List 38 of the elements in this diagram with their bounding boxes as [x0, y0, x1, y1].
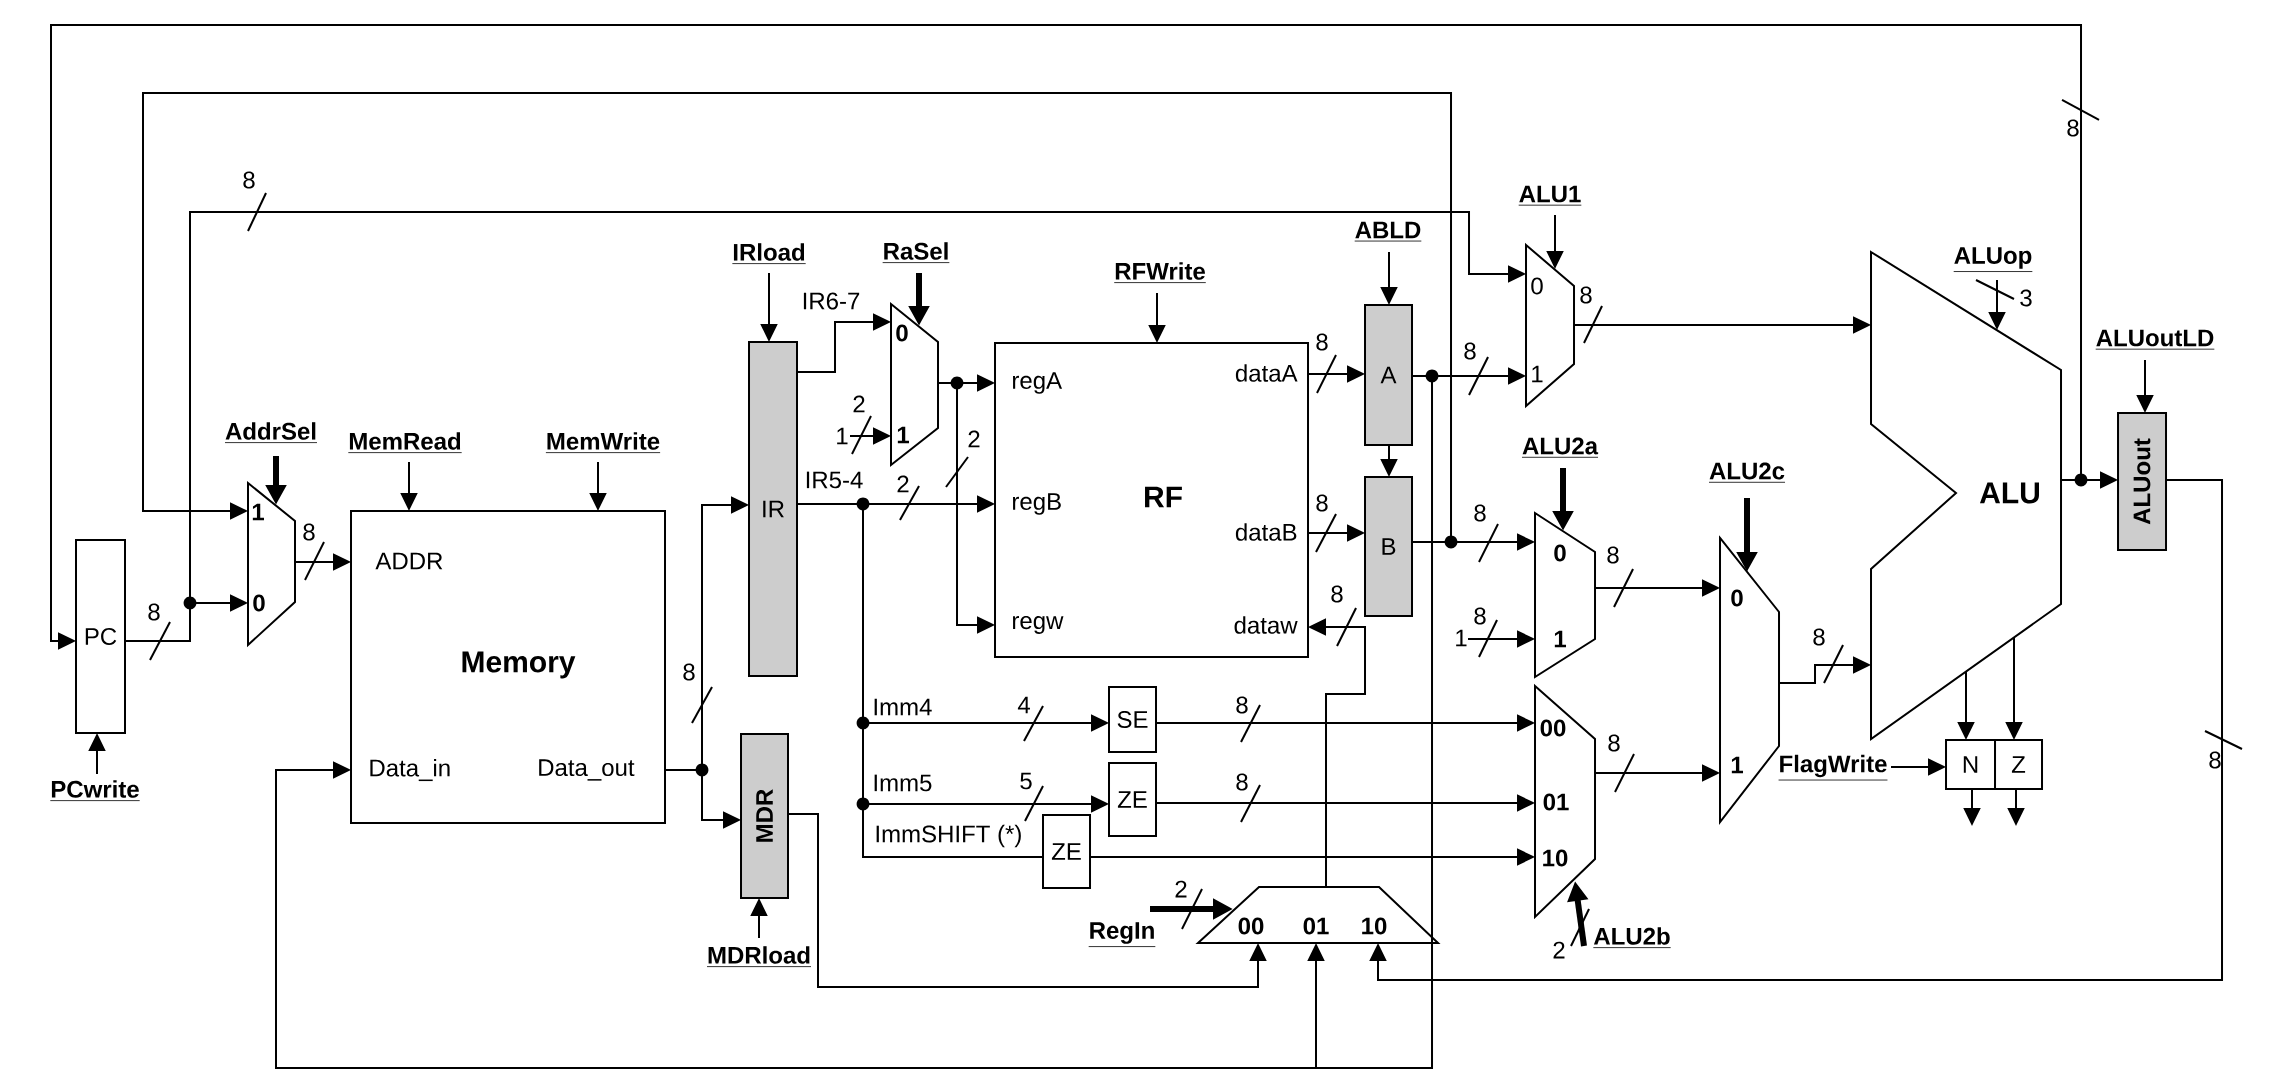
edge-label: 2	[1175, 880, 1187, 898]
port-label: 00	[1238, 917, 1264, 935]
extender-box: SE	[1108, 686, 1157, 753]
edge-label: Imm4	[874, 698, 932, 716]
signal-label: ALU2b	[1592, 927, 1672, 948]
register-box: MDR	[740, 733, 789, 899]
edge-label: 8	[1608, 734, 1620, 752]
signal-label: MDRload	[706, 946, 812, 967]
bus-width-label: 4	[1017, 696, 1030, 714]
edge-label: 2	[1553, 941, 1565, 959]
flag-box: Z	[1994, 739, 2043, 790]
extender-box: ZE	[1108, 762, 1157, 837]
signal-label: RegIn	[1088, 922, 1156, 947]
edge-label: 8	[1236, 696, 1248, 714]
port-label: 00	[1540, 719, 1566, 737]
edge-label: 8	[1236, 773, 1248, 791]
wire	[856, 728, 870, 811]
bus-width-label: 5	[1020, 772, 1032, 790]
arrow	[787, 813, 1267, 988]
edge-label: Imm5	[874, 774, 932, 792]
signal-label: ALUoutLD	[2095, 329, 2215, 350]
edge-label: 8	[2209, 751, 2221, 769]
port-label: 01	[1543, 793, 1569, 811]
extender-box: ZE	[1042, 814, 1091, 889]
edge-label: 8	[683, 663, 695, 681]
port-label: 10	[1543, 849, 1568, 867]
wire	[664, 763, 709, 777]
wire	[862, 809, 1044, 858]
port-label: Data_out	[539, 759, 635, 781]
edge-label: ImmSHIFT (*)	[876, 824, 1021, 848]
register-box: ALUout	[2117, 412, 2167, 551]
port-label: Data_in	[370, 758, 450, 782]
signal-label: FlagWrite	[1778, 754, 1888, 781]
port-label: 1	[1731, 756, 1743, 774]
arrow	[275, 761, 1317, 1069]
signal-label: PCwrite	[49, 780, 141, 801]
arrow	[1369, 479, 2223, 981]
flag-box: N	[1945, 739, 1996, 790]
